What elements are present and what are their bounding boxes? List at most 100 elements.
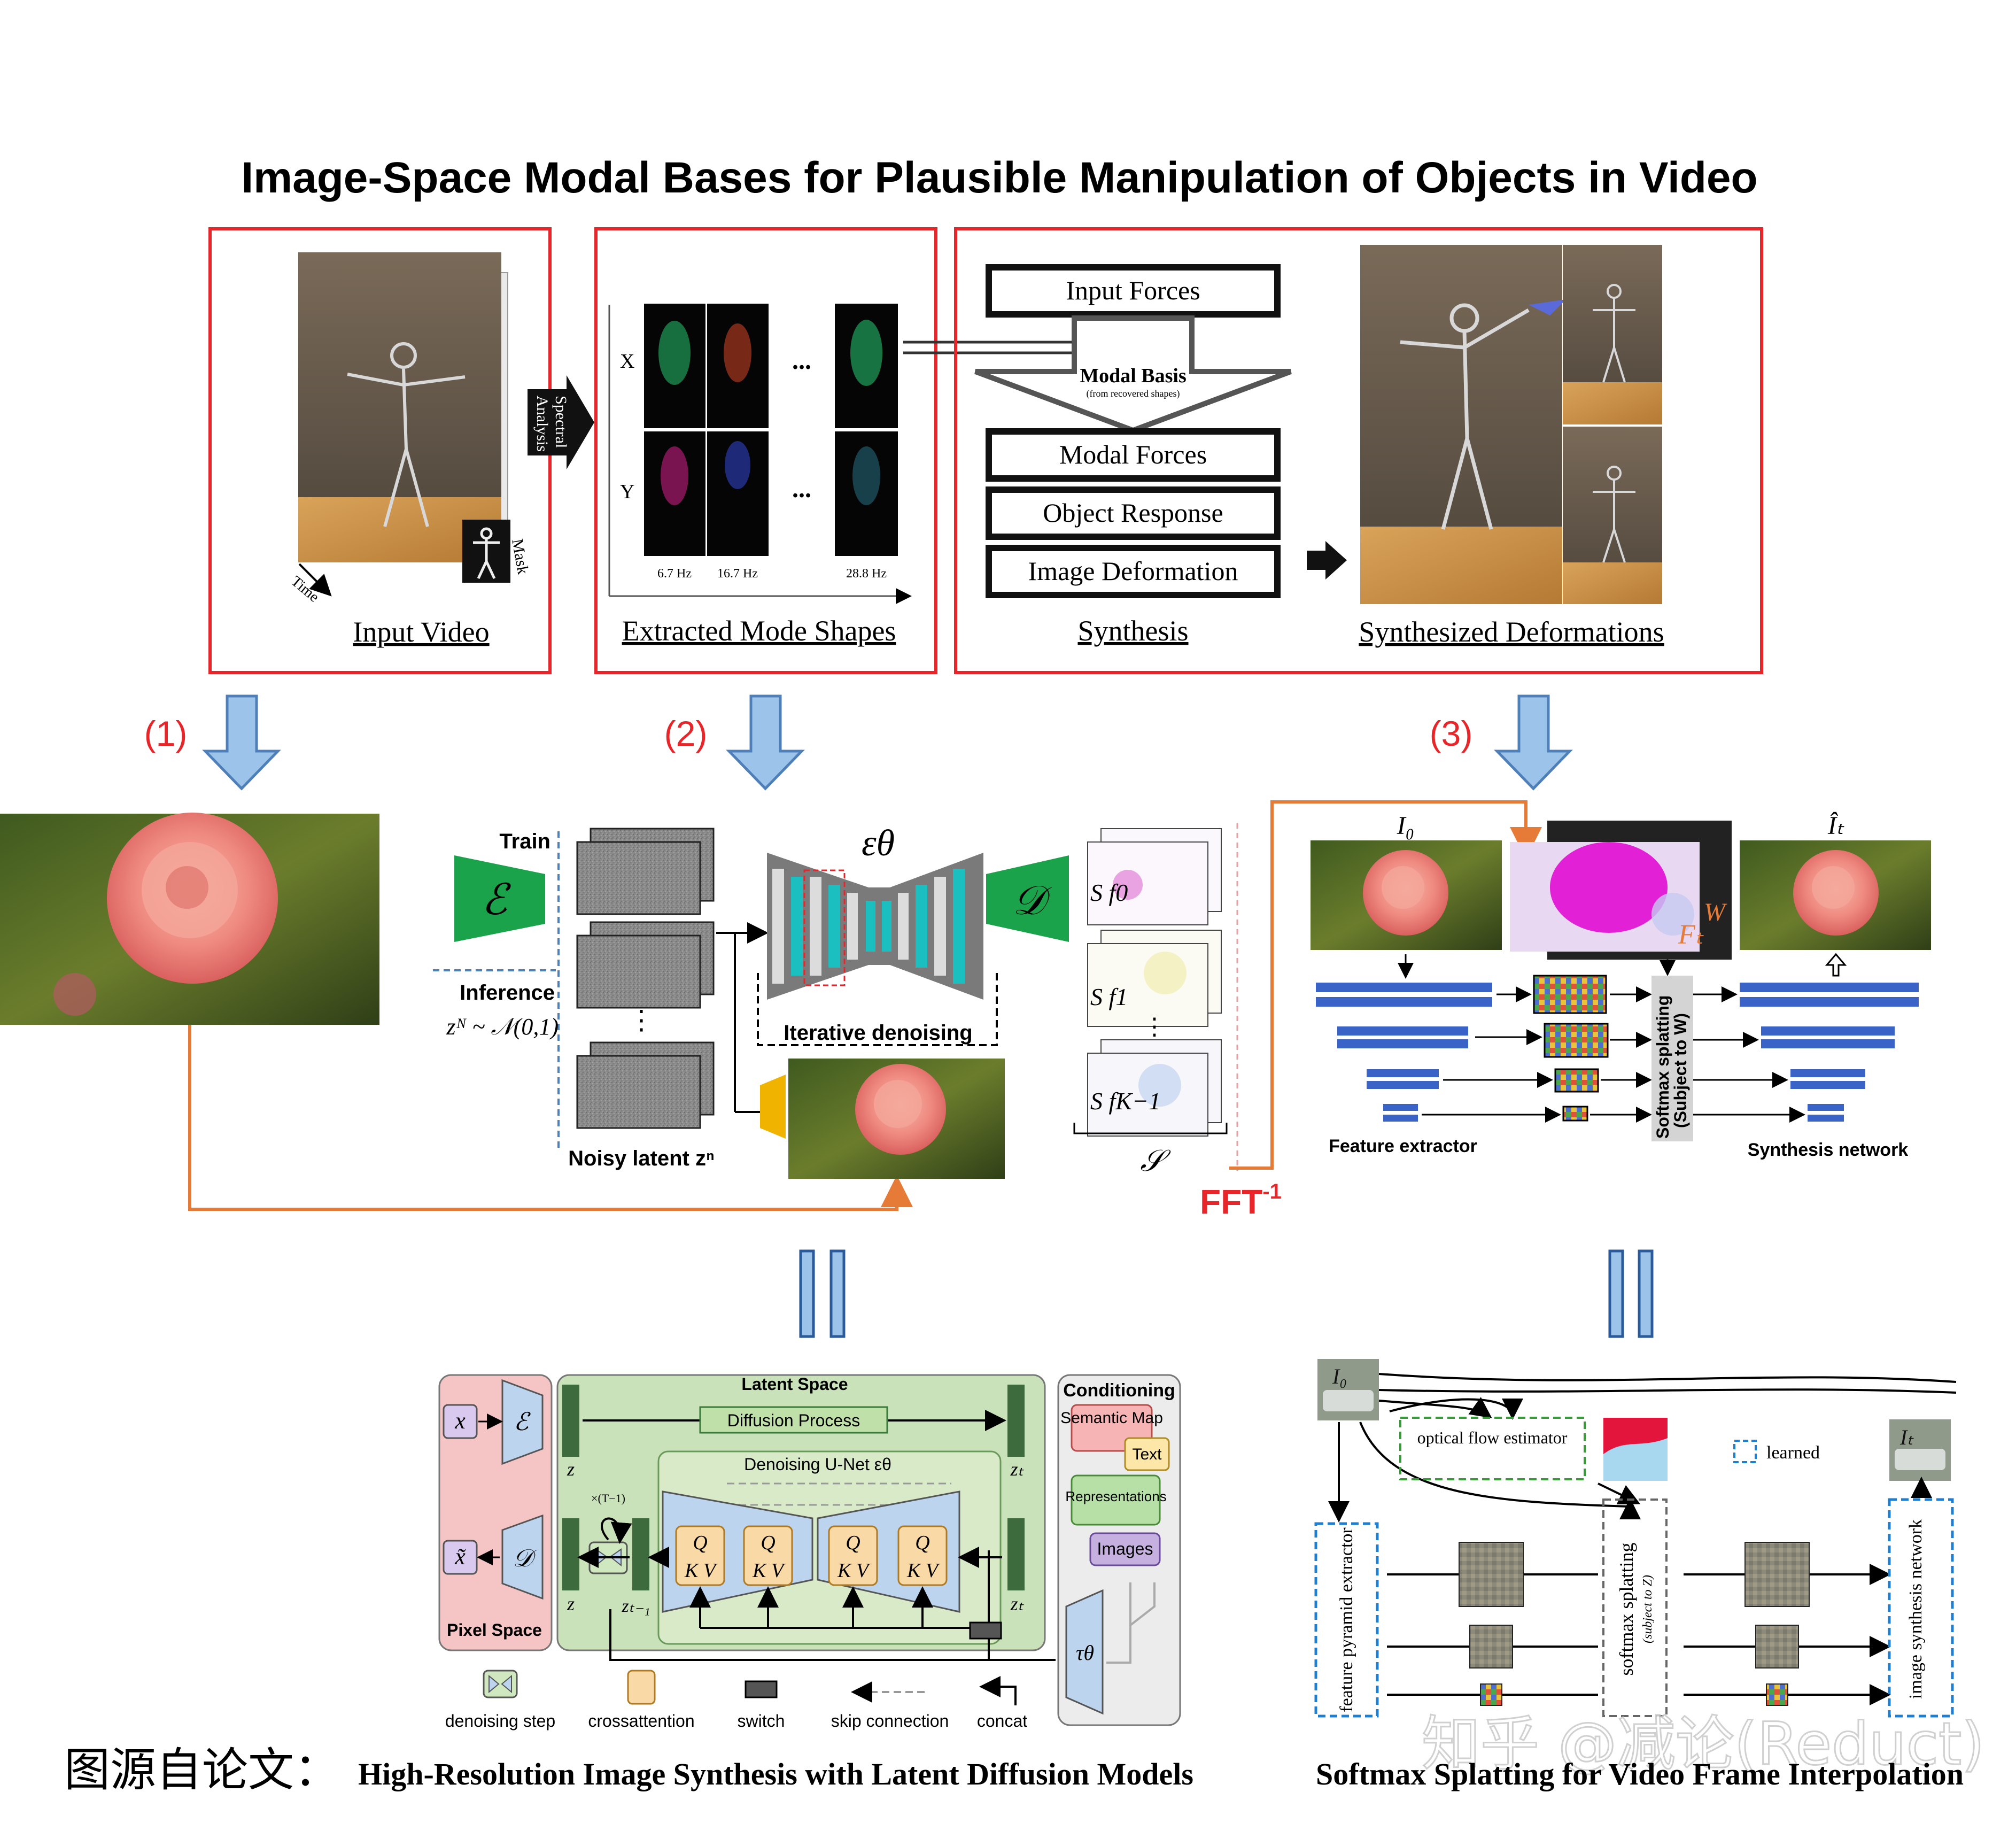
box-input-forces: Input Forces: [1066, 275, 1200, 305]
freq-label-3: 28.8 Hz: [846, 567, 887, 581]
prior-label: zᴺ ~ 𝒩(0,1): [446, 1014, 559, 1040]
ellipsis-y: ...: [792, 475, 811, 503]
subject-to-label: (subject to Z): [1641, 1575, 1655, 1643]
warped-feature-tiles: [1533, 975, 1609, 1122]
spectral-label-2: Analysis: [533, 396, 551, 452]
legend-skip-connection: skip connection: [831, 1711, 949, 1731]
s-label-0: S f0: [1090, 879, 1128, 906]
orange-connector-right: [1229, 800, 1542, 1170]
conditioning-label: Conditioning: [1063, 1380, 1175, 1401]
iterative-label: Iterative denoising: [784, 1021, 972, 1045]
s-label-1: S f1: [1090, 983, 1128, 1010]
iterative-loop: [757, 973, 998, 1046]
paper-left: High-Resolution Image Synthesis with Lat…: [358, 1757, 1193, 1791]
pixel-space-label: Pixel Space: [447, 1620, 542, 1640]
label-i0: I₀: [1397, 812, 1415, 840]
flow-field-image: [1510, 821, 1732, 960]
step-label-3: (3): [1430, 714, 1473, 753]
splat-line-1: Softmax splatting: [1653, 995, 1672, 1139]
zt-label-top: zₜ: [1010, 1458, 1025, 1480]
rose-frame-i0: [1311, 840, 1502, 950]
ellipsis-x: ...: [792, 346, 811, 375]
feature-pyramid-bars: [1316, 983, 1492, 1122]
freq-label-2: 16.7 Hz: [717, 567, 758, 581]
modal-basis-funnel: [974, 315, 1292, 434]
feature-pyramid-label: feature pyramid extractor: [1337, 1527, 1356, 1712]
q-label-1: Q: [693, 1532, 707, 1554]
legend-concat: concat: [977, 1711, 1027, 1731]
stick-figure: [347, 342, 466, 527]
train-label: Train: [499, 830, 550, 853]
modal-basis-label: Modal Basis: [1080, 365, 1187, 387]
splat-column: [1651, 976, 1693, 1141]
panel-frame-red: [954, 227, 1763, 674]
caption-mode-shapes: Extracted Mode Shapes: [622, 615, 896, 647]
q-label-2: Q: [761, 1532, 775, 1554]
kv-label-4: K V: [906, 1559, 940, 1582]
step-label-2: (2): [664, 714, 708, 753]
noisy-latent-stack: ⋮: [576, 828, 715, 1129]
cond-text: Text: [1132, 1446, 1162, 1463]
z-label-top: z: [567, 1458, 575, 1480]
step-arrow-1: [202, 694, 281, 791]
optical-flow-line-1: optical flow estimator: [1417, 1428, 1568, 1447]
x-symbol: x: [454, 1408, 466, 1434]
spectral-volume-stack: [1087, 828, 1222, 1137]
q-label-4: Q: [915, 1532, 929, 1554]
rose-frame-it: [1740, 840, 1931, 950]
z-label-bottom: z: [567, 1593, 575, 1615]
synthesis-network-label: Synthesis network: [1748, 1140, 1909, 1160]
image-synthesis-label: image synthesis network: [1906, 1519, 1926, 1699]
softmax-splat-label: softmax splatting: [1616, 1543, 1637, 1676]
cond-semantic-map: Semantic Map: [1060, 1409, 1163, 1427]
legend-crossattention: crossattention: [588, 1711, 694, 1731]
synthesis-bars: [1740, 983, 1919, 1122]
fft-label: FFT-1: [1200, 1180, 1282, 1221]
time-label: Time: [288, 573, 322, 606]
freq-label-1: 6.7 Hz: [657, 567, 692, 581]
label-it: Îₜ: [1827, 812, 1844, 840]
step-arrow-3: [1494, 694, 1573, 791]
decoder-trapezoid: [986, 855, 1069, 942]
learned-label: learned: [1766, 1443, 1820, 1463]
q-label-3: Q: [846, 1532, 860, 1554]
panel-input-video: Mask Time Spectral Analysis Input Video: [208, 227, 594, 674]
kv-label-1: K V: [684, 1559, 718, 1582]
arch-i0-label: I₀: [1332, 1364, 1347, 1388]
orange-connector-left: [188, 1025, 913, 1211]
paper-right: Softmax Splatting for Video Frame Interp…: [1316, 1757, 1964, 1791]
cond-images: Images: [1097, 1539, 1153, 1558]
spectral-analysis-arrow: [528, 375, 594, 469]
denoising-unet-label: Denoising U-Net εθ: [744, 1455, 891, 1474]
ldm-architecture: Latent Space Pixel Space Conditioning x …: [438, 1374, 1181, 1731]
step-arrow-2: [726, 694, 805, 791]
row-label-y: Y: [620, 481, 634, 503]
equals-left: [799, 1249, 846, 1338]
cond-representations: Representations: [1065, 1488, 1166, 1504]
rose-condition-image: [788, 1059, 1005, 1179]
caption-input-video: Input Video: [353, 616, 489, 648]
watermark: 知乎 @减论(Reduct): [1422, 1710, 1984, 1778]
ldm-schematic: Train ℰ Inference zᴺ ~ 𝒩(0,1) ⋮ Noisy la…: [433, 823, 1282, 1221]
step-label-1: (1): [144, 714, 188, 753]
mask-label: Mask: [508, 537, 532, 575]
fft-sup: -1: [1262, 1180, 1282, 1203]
softmax-architecture: I₀ Iₜ optical flow estimator learned fea…: [1314, 1359, 1957, 1718]
box-object-response: Object Response: [1043, 498, 1223, 528]
times-label: ×(T−1): [591, 1492, 625, 1505]
enc-symbol: ℰ: [514, 1408, 531, 1435]
splat-line-2: (Subject to W): [1671, 1013, 1690, 1128]
diffusion-process-label: Diffusion Process: [727, 1411, 860, 1430]
caption-deformations: Synthesized Deformations: [1359, 616, 1664, 648]
tau-symbol: τθ: [1076, 1641, 1094, 1665]
feature-extractor-label: Feature extractor: [1329, 1136, 1477, 1156]
caption-synthesis: Synthesis: [1077, 615, 1188, 647]
legend-switch: switch: [738, 1711, 785, 1731]
video-frame-stack: [298, 252, 508, 562]
spectral-label-1: Spectral: [552, 396, 570, 448]
deformation-frames: [1360, 245, 1662, 604]
unet-symbol: εθ: [862, 823, 895, 864]
panel-synthesis: Input Forces Modal Basis (from recovered…: [954, 227, 1763, 674]
rose-input-image: [0, 813, 379, 1025]
